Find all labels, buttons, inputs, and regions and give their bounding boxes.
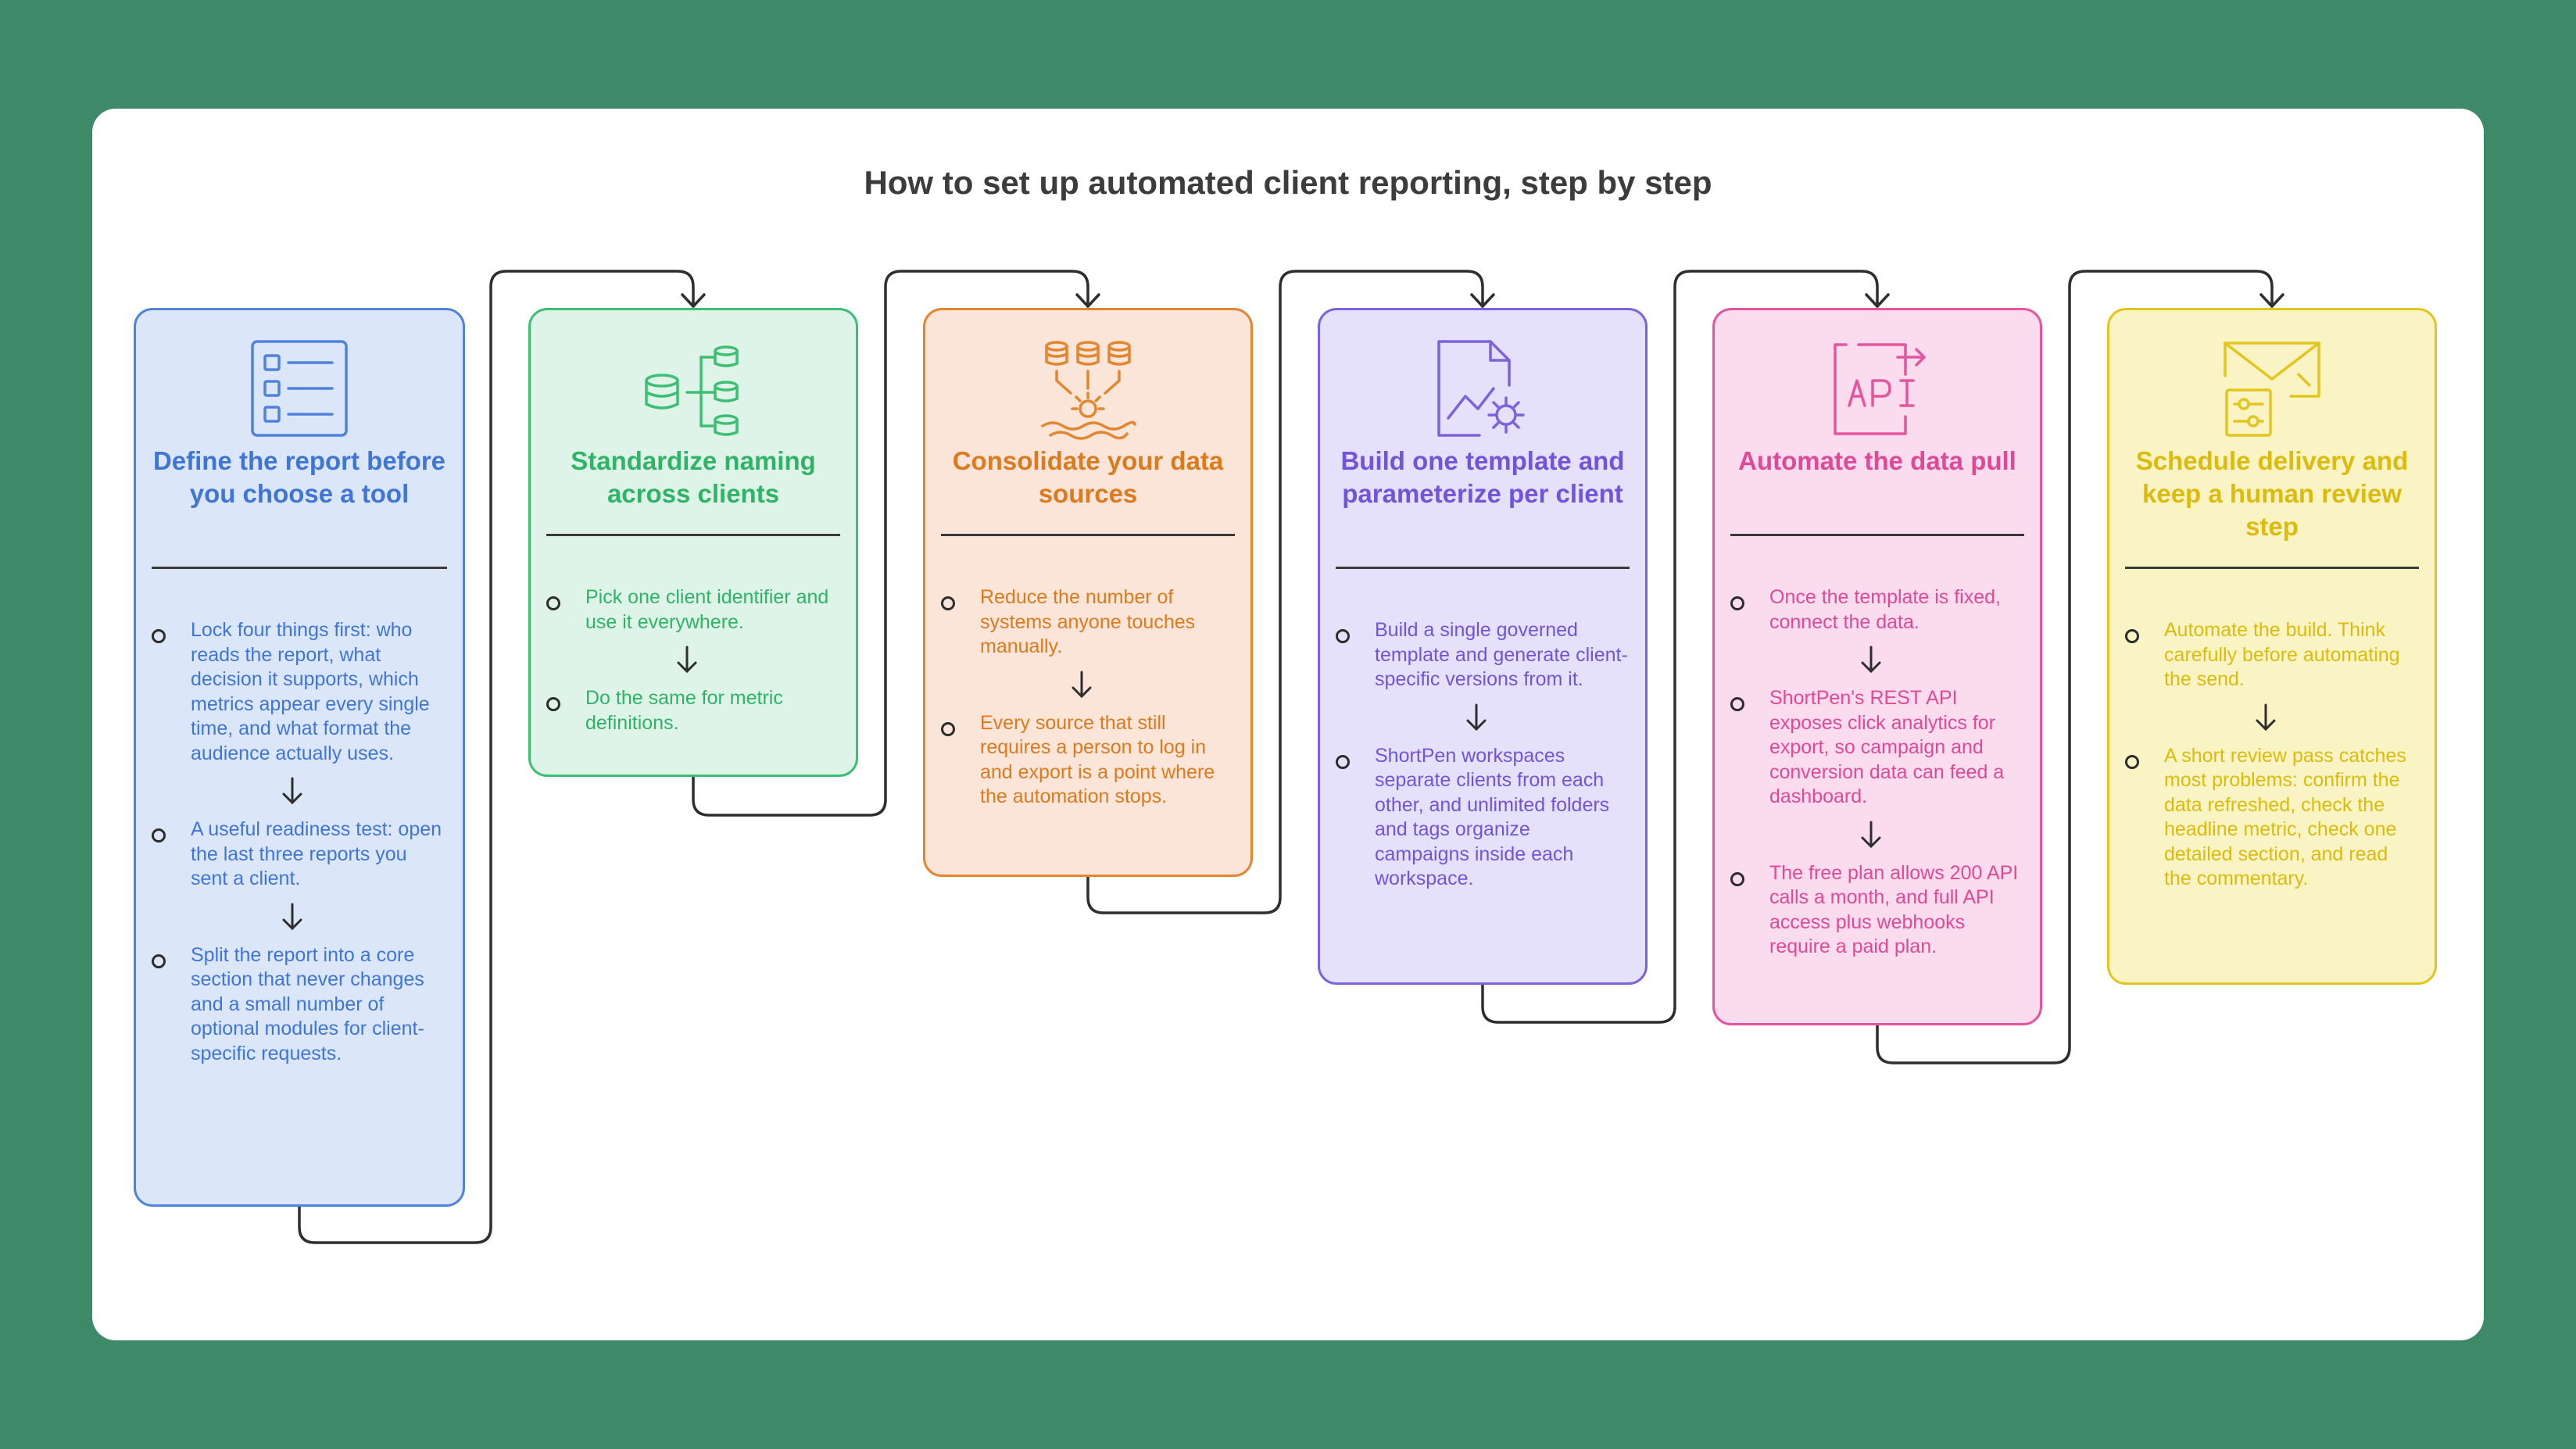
bullet-circle-icon [1336, 754, 1350, 769]
bullet-circle-icon [152, 629, 166, 643]
step-items: Reduce the number of systems anyone touc… [941, 585, 1235, 810]
bullet-circle-icon [1730, 871, 1744, 886]
list-item: Pick one client identifier and use it ev… [546, 585, 840, 635]
list-item: ShortPen workspaces separate clients fro… [1336, 744, 1630, 892]
list-item: A useful readiness test: open the last t… [152, 818, 447, 892]
step-card-4: Build one template and parameterize per … [1318, 308, 1648, 985]
bullet-circle-icon [546, 596, 560, 610]
step-title: Consolidate your data sources [952, 446, 1224, 508]
step-card-2: Standardize naming across clients Pick o… [528, 308, 858, 777]
down-arrow-icon [546, 635, 840, 686]
list-item: Lock four things first: who reads the re… [152, 618, 447, 766]
divider [1336, 567, 1630, 569]
step-card-6: Schedule delivery and keep a human revie… [2107, 308, 2437, 985]
down-arrow-icon [152, 892, 447, 943]
bullet-circle-icon [2125, 629, 2139, 643]
step-title: Build one template and parameterize per … [1340, 446, 1625, 508]
chart-file-gear-icon [1428, 334, 1537, 443]
down-arrow-icon [152, 766, 447, 818]
step-card-5: Automate the data pull Once the template… [1712, 308, 2042, 1025]
divider [152, 567, 447, 569]
list-item: Every source that still requires a perso… [941, 711, 1235, 810]
step-title: Schedule delivery and keep a human revie… [2135, 446, 2409, 541]
step-card-3: Consolidate your data sources Reduce the… [923, 308, 1253, 877]
bullet-circle-icon [1730, 596, 1744, 610]
step-items: Automate the build. Think carefully befo… [2125, 618, 2419, 892]
step-items: Lock four things first: who reads the re… [152, 618, 447, 1066]
bullet-circle-icon [1730, 697, 1744, 711]
bullet-circle-icon [152, 953, 166, 968]
list-item: A short review pass catches most problem… [2125, 744, 2419, 892]
list-item: Reduce the number of systems anyone touc… [941, 585, 1235, 660]
step-title: Standardize naming across clients [571, 446, 816, 508]
api-icon [1823, 334, 1932, 443]
step-card-1: Define the report before you choose a to… [134, 308, 465, 1207]
list-item: Split the report into a core section tha… [152, 943, 447, 1067]
database-tree-icon [639, 334, 748, 443]
step-items: Once the template is fixed, connect the … [1730, 585, 2024, 960]
list-item: The free plan allows 200 API calls a mon… [1730, 861, 2024, 960]
bullet-circle-icon [152, 828, 166, 843]
step-title: Define the report before you choose a to… [152, 446, 446, 508]
bullet-circle-icon [1336, 629, 1350, 643]
bullet-circle-icon [2125, 754, 2139, 769]
divider [2125, 567, 2419, 569]
step-items: Build a single governed template and gen… [1336, 618, 1630, 892]
step-items: Pick one client identifier and use it ev… [546, 585, 840, 735]
down-arrow-icon [2125, 692, 2419, 744]
envelope-settings-icon [2217, 334, 2327, 443]
step-title: Automate the data pull [1738, 446, 2016, 475]
list-item: Automate the build. Think carefully befo… [2125, 618, 2419, 692]
bullet-circle-icon [546, 697, 560, 711]
bullet-circle-icon [941, 721, 955, 736]
page-title: How to set up automated client reporting… [864, 164, 1712, 201]
list-item: Do the same for metric definitions. [546, 686, 840, 735]
bullet-circle-icon [941, 596, 955, 610]
down-arrow-icon [1730, 810, 2024, 861]
list-item: ShortPen's REST API exposes click analyt… [1730, 686, 2024, 810]
list-item: Once the template is fixed, connect the … [1730, 585, 2024, 635]
divider [1730, 534, 2024, 536]
divider [941, 534, 1235, 536]
divider [546, 534, 840, 536]
down-arrow-icon [1730, 635, 2024, 686]
databases-merge-icon [1033, 334, 1143, 443]
down-arrow-icon [941, 660, 1235, 711]
checklist-icon [245, 334, 354, 443]
list-item: Build a single governed template and gen… [1336, 618, 1630, 692]
down-arrow-icon [1336, 692, 1630, 744]
